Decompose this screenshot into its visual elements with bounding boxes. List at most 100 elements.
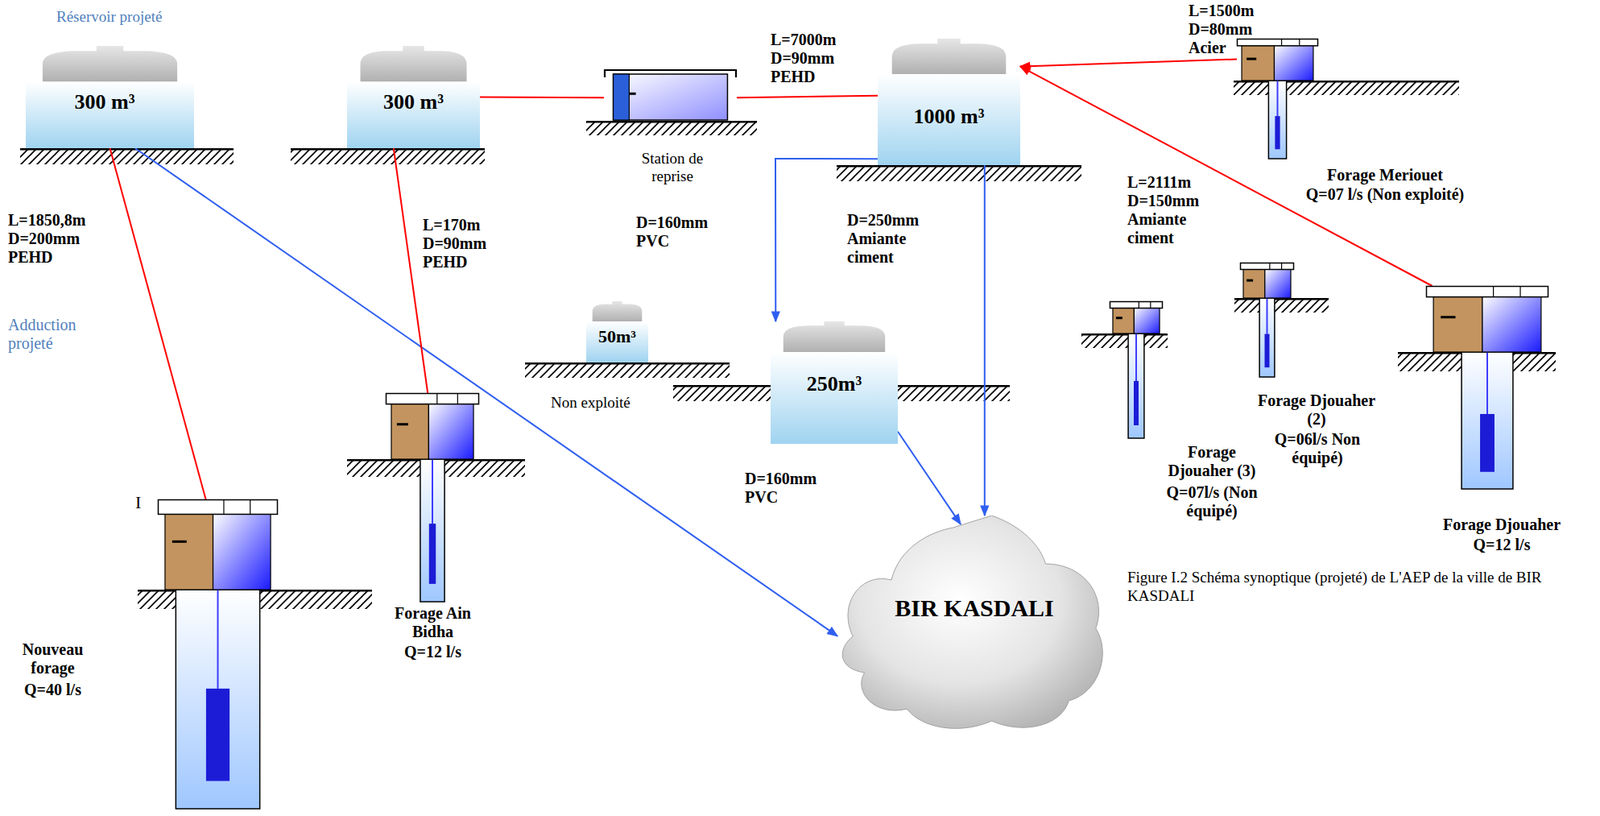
pump bbox=[429, 523, 436, 584]
borehole-shape bbox=[1240, 262, 1295, 378]
tank-dome bbox=[783, 321, 885, 352]
ground-hatch bbox=[586, 120, 757, 136]
node-label: Réservoir projeté bbox=[56, 8, 234, 26]
station-roof bbox=[604, 70, 736, 78]
ground-line bbox=[20, 148, 234, 151]
pipe-line bbox=[479, 96, 604, 100]
node-label: 300 m³ bbox=[383, 90, 444, 115]
rising-main bbox=[1135, 333, 1137, 381]
borehole-house bbox=[391, 403, 429, 459]
roof bbox=[457, 392, 459, 404]
ground-hatch bbox=[20, 148, 234, 165]
station-mark bbox=[628, 92, 636, 96]
pipe-spec: Non exploité bbox=[550, 392, 631, 412]
roof bbox=[1281, 38, 1282, 46]
node-label: Forage Djouaher bbox=[1413, 515, 1591, 534]
well-casing bbox=[1268, 80, 1286, 159]
roof bbox=[1298, 38, 1300, 46]
house-mark bbox=[1116, 316, 1123, 319]
well-casing bbox=[1461, 351, 1514, 489]
tank-body bbox=[877, 74, 1021, 166]
pipe-line bbox=[135, 148, 838, 637]
pipe-line bbox=[110, 148, 207, 500]
house-mark bbox=[172, 540, 187, 543]
roof bbox=[249, 499, 251, 514]
borehole-shape bbox=[1109, 301, 1163, 439]
rising-main bbox=[1266, 297, 1269, 335]
borehole: Forage Djouaher (2)Q=06l/s Non équipé) bbox=[1240, 262, 1295, 378]
node-label: Q=07 l/s (Non exploité) bbox=[1292, 185, 1478, 204]
borehole: Forage Djouaher (3)Q=07l/s (Non équipé) bbox=[1109, 301, 1163, 439]
node-label: 1000 m³ bbox=[913, 104, 985, 129]
tank-dome bbox=[360, 45, 468, 82]
reservoir-tank: Réservoir projeté300 m³ bbox=[25, 45, 195, 149]
roof bbox=[158, 500, 278, 515]
node-label: Q=40 l/s bbox=[6, 680, 100, 699]
node-label: Forage Djouaher (3) bbox=[1159, 442, 1265, 480]
borehole: Nouveau forageQ=40 l/s bbox=[157, 499, 278, 810]
pump bbox=[1133, 380, 1139, 426]
rising-main bbox=[217, 589, 220, 689]
ground-hatch bbox=[1233, 80, 1460, 96]
pipe-line bbox=[736, 95, 878, 99]
pipe-spec: I bbox=[135, 492, 141, 512]
ground-hatch bbox=[20, 80, 1556, 609]
borehole-house bbox=[1112, 307, 1134, 334]
figure-caption: Figure I.2 Schéma synoptique (projeté) d… bbox=[1127, 567, 1591, 605]
node-label: Q=07l/s (Non équipé) bbox=[1159, 483, 1265, 521]
well-casing bbox=[420, 458, 445, 602]
node-label: Q=12 l/s bbox=[1413, 535, 1591, 555]
ground-hatch bbox=[1081, 333, 1168, 348]
pipe-line bbox=[983, 165, 986, 516]
roof bbox=[1269, 262, 1270, 269]
pumping-station-shape bbox=[603, 69, 737, 121]
node-label: 300 m³ bbox=[74, 90, 136, 115]
borehole-house bbox=[1133, 307, 1160, 334]
roof bbox=[1519, 285, 1521, 297]
reservoir-tank-shape bbox=[877, 38, 1021, 166]
borehole-house bbox=[428, 403, 474, 459]
ground-hatch bbox=[1234, 297, 1329, 313]
roof bbox=[223, 499, 224, 514]
reservoir-tank: 1000 m³ bbox=[877, 38, 1021, 166]
pipe-spec: L=2111m D=150mm Amiante ciment bbox=[1127, 173, 1199, 248]
roof bbox=[1426, 286, 1549, 298]
borehole-shape bbox=[1426, 285, 1549, 490]
tank-dome bbox=[592, 301, 643, 322]
pipe-spec: D=250mm Amiante ciment bbox=[847, 210, 919, 267]
borehole-house bbox=[1273, 45, 1313, 81]
pipe-spec: L=7000m D=90mm PEHD bbox=[770, 30, 836, 87]
borehole-house bbox=[1482, 296, 1542, 352]
house-mark bbox=[1246, 57, 1257, 61]
node-label: 50m³ bbox=[598, 326, 637, 347]
roof bbox=[386, 393, 480, 405]
ground-hatch bbox=[290, 148, 485, 165]
pipe-spec: D=160mm PVC bbox=[744, 469, 817, 507]
town-outline bbox=[842, 515, 1103, 728]
borehole-shape bbox=[385, 392, 480, 603]
borehole: Forage Ain BidhaQ=12 l/s bbox=[385, 392, 480, 603]
borehole-house bbox=[1243, 268, 1266, 298]
borehole-house bbox=[213, 513, 272, 590]
roof bbox=[436, 392, 438, 404]
roof bbox=[1492, 285, 1494, 297]
node-label: Forage Meriouet bbox=[1292, 165, 1478, 185]
borehole-shape bbox=[1236, 38, 1319, 160]
rising-main bbox=[1277, 80, 1279, 116]
borehole: Forage MeriouetQ=07 l/s (Non exploité) bbox=[1236, 38, 1319, 160]
pipe-spec: L=170m D=90mm PEHD bbox=[422, 215, 487, 272]
node-label: Q=06l/s Non équipé) bbox=[1273, 429, 1361, 468]
town-outline bbox=[842, 515, 1103, 728]
borehole-house bbox=[1265, 268, 1291, 298]
pipe-line bbox=[1020, 59, 1237, 67]
well-casing bbox=[1128, 333, 1145, 439]
pump bbox=[206, 688, 230, 782]
tank-body bbox=[770, 351, 898, 444]
pipe-spec: L=1850,8m D=200mm PEHD bbox=[8, 210, 86, 267]
tank-dome bbox=[42, 45, 178, 82]
reservoir-tank: 50m³ bbox=[586, 301, 649, 363]
town-area: BIR KASDALI bbox=[837, 515, 1112, 735]
house-mark bbox=[1440, 315, 1456, 319]
roof bbox=[1240, 263, 1295, 270]
pump bbox=[1265, 334, 1270, 368]
